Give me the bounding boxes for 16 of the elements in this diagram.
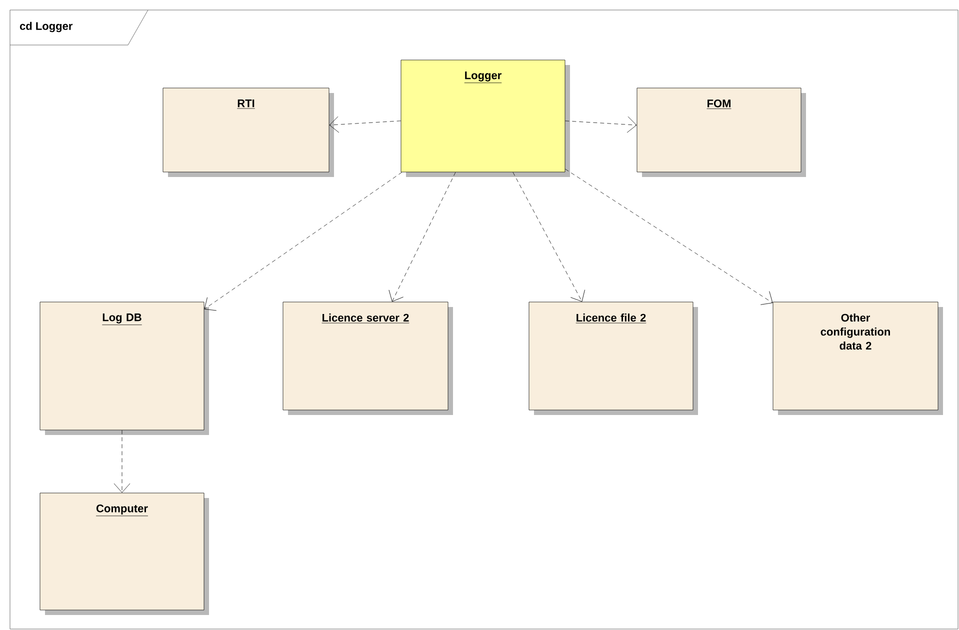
dependency-arrow <box>114 430 130 493</box>
dependency-arrow <box>329 116 401 133</box>
class-box: Licence file 2 <box>528 302 698 415</box>
dependency-arrow <box>512 172 585 302</box>
class-box: RTI <box>162 88 334 177</box>
class-box: Log DB <box>40 302 209 435</box>
dependency-arrow <box>388 172 456 302</box>
class-box: FOM <box>636 88 806 177</box>
class-box: Other configuration data 2 <box>772 302 943 415</box>
dependency-arrow <box>565 116 637 133</box>
dependency-arrow <box>204 172 402 311</box>
class-box: Computer <box>40 492 209 615</box>
frame-tab: cd Logger <box>10 10 148 46</box>
class-box: Licence server 2 <box>282 302 453 415</box>
dependency-arrow <box>565 168 773 305</box>
class-box: Logger <box>400 60 570 177</box>
